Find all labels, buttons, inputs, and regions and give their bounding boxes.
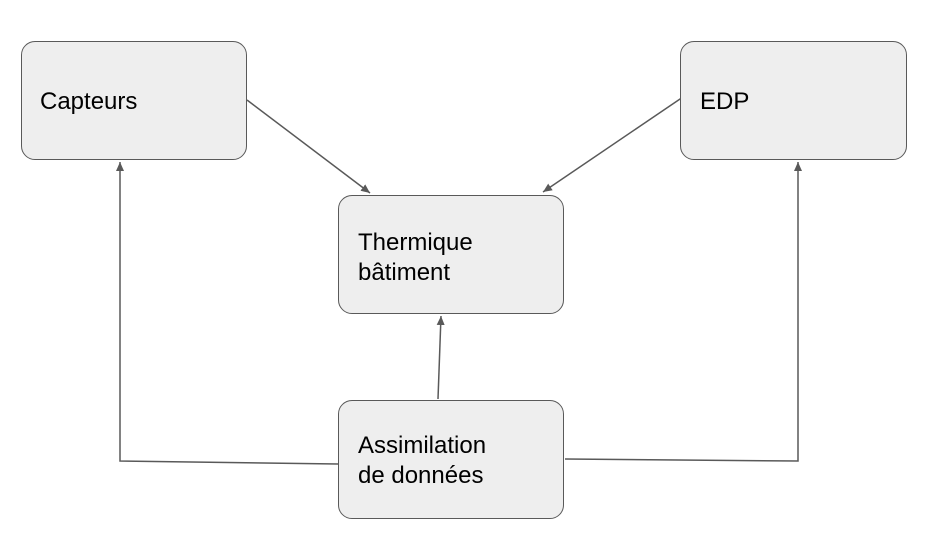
edge-assimilation-to-thermique [436, 315, 445, 400]
node-edp: EDP [680, 41, 907, 160]
node-assimilation-line1: Assimilation [358, 432, 487, 459]
edge-edp-to-thermique [542, 96, 684, 193]
node-thermique-line1: Thermique [358, 229, 473, 256]
node-assimilation-label: Assimilation de données [358, 431, 486, 491]
node-thermique-batiment: Thermique bâtiment [338, 195, 564, 314]
node-edp-line1: EDP [700, 88, 750, 115]
node-edp-label: EDP [700, 87, 749, 117]
edge-capteurs-to-thermique [246, 99, 371, 194]
node-thermique-line2: bâtiment [358, 259, 451, 286]
node-capteurs-line1: Capteurs [40, 88, 138, 115]
edge-assimilation-to-capteurs [116, 162, 339, 465]
node-capteurs-label: Capteurs [40, 87, 137, 117]
node-assimilation-line2: de données [358, 462, 484, 489]
node-thermique-label: Thermique bâtiment [358, 228, 473, 288]
edge-assimilation-to-edp [564, 162, 802, 462]
node-capteurs: Capteurs [21, 41, 247, 160]
node-assimilation-de-donnees: Assimilation de données [338, 400, 564, 519]
